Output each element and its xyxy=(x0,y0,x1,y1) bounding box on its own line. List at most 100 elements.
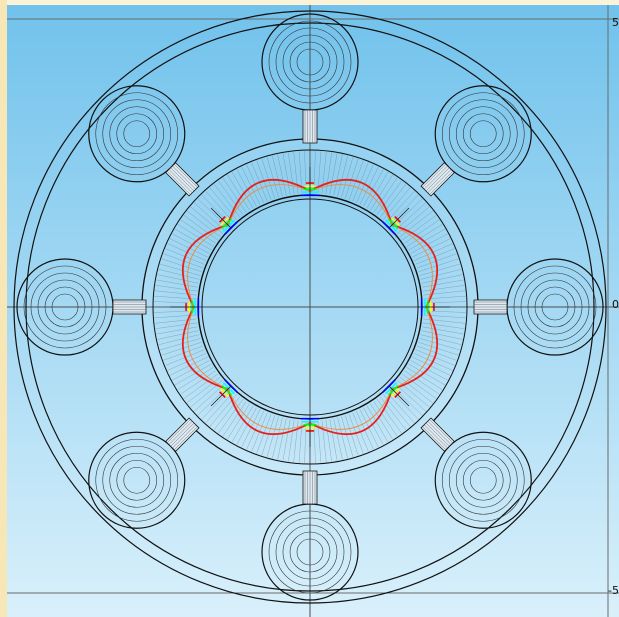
coil-contour xyxy=(282,34,338,90)
stator-mid-circle xyxy=(152,149,468,465)
coil-contour xyxy=(289,41,331,83)
field-hatch-line xyxy=(157,330,199,340)
field-hatch-line xyxy=(370,403,393,440)
field-hatch-line xyxy=(169,356,208,376)
coil-contour xyxy=(527,279,583,335)
coil-contour xyxy=(462,459,504,501)
coil-contour xyxy=(44,286,86,328)
field-hatch-line xyxy=(205,190,234,223)
pole-center-line xyxy=(388,385,410,407)
coil-contour xyxy=(441,92,525,176)
coil-stem-line xyxy=(174,164,198,188)
field-hatch-line xyxy=(420,269,462,280)
field-hatch-line xyxy=(156,279,198,288)
coil-stem-line xyxy=(422,426,446,450)
field-hatch-line xyxy=(422,326,464,335)
coil-stem-line xyxy=(170,422,195,447)
field-hatch-line xyxy=(288,152,295,195)
outer-housing-inner-circle xyxy=(25,22,595,592)
field-hatch-line xyxy=(282,419,291,461)
plot-viewport[interactable]: 5 0 -5 xyxy=(7,5,619,617)
coil-stem-line xyxy=(427,169,452,193)
field-line-orange xyxy=(309,184,393,226)
field-hatch-line xyxy=(412,238,451,258)
field-hatch-line xyxy=(370,174,393,211)
coil-stem-line xyxy=(429,419,453,443)
field-hatch-line xyxy=(157,274,199,284)
field-hatch-line xyxy=(213,396,240,431)
field-hatch-line xyxy=(241,409,261,448)
field-hatch-line xyxy=(406,367,443,390)
field-hatch-line xyxy=(359,409,379,448)
field-hatch-line xyxy=(177,367,214,390)
tick-label-bottom: -5 xyxy=(608,584,619,597)
coil-contour xyxy=(296,538,324,566)
coil-contour xyxy=(102,99,172,169)
coil-contour xyxy=(289,531,331,573)
field-hatch-line xyxy=(156,326,198,335)
field-hatch-line xyxy=(376,399,402,434)
coil-7 xyxy=(16,258,147,356)
coil-contour xyxy=(469,120,497,148)
field-hatch-line xyxy=(277,154,287,196)
coil-contour xyxy=(268,510,352,594)
coil-contour xyxy=(109,106,165,162)
geometry-plot[interactable] xyxy=(7,5,619,617)
pole-field-mark xyxy=(382,379,396,393)
coil-stem-line xyxy=(427,421,452,445)
field-hatch-line xyxy=(402,215,437,241)
coil-contour xyxy=(268,20,352,104)
coil-6 xyxy=(88,417,200,529)
field-hatch-line xyxy=(266,156,279,198)
field-hatch-line xyxy=(337,155,348,197)
field-hatch-line xyxy=(183,373,218,399)
field-line-orange xyxy=(227,388,311,430)
coil-stem-line xyxy=(425,167,450,192)
left-strip xyxy=(0,0,7,617)
coil-contour xyxy=(455,452,511,508)
field-hatch-line xyxy=(241,166,261,205)
field-line-red xyxy=(309,178,393,226)
field-hatch-line xyxy=(172,360,210,381)
field-hatch-line xyxy=(174,363,212,386)
field-hatch-line xyxy=(180,370,216,395)
field-hatch-line xyxy=(272,417,283,459)
coil-contour xyxy=(534,286,576,328)
coil-stem-line xyxy=(170,167,195,192)
coil-stem-line xyxy=(174,426,198,450)
field-hatch-line xyxy=(418,258,459,272)
coil-contour xyxy=(102,445,172,515)
coil-contour xyxy=(275,27,345,97)
coil-boundary xyxy=(434,431,532,529)
field-hatch-line xyxy=(333,418,343,460)
field-hatch-line xyxy=(158,334,200,345)
field-line-orange xyxy=(309,388,393,430)
field-hatch-line xyxy=(261,158,275,199)
coil-stem-line xyxy=(424,165,448,190)
coil-contour xyxy=(520,272,590,342)
field-line-group xyxy=(154,151,466,463)
coil-2 xyxy=(420,85,532,197)
field-hatch-line xyxy=(236,169,257,207)
coil-stem-line xyxy=(168,421,193,445)
coil-contour xyxy=(275,517,345,587)
coil-contour xyxy=(441,438,525,522)
field-line-red xyxy=(181,224,229,308)
coil-contour xyxy=(469,466,497,494)
field-hatch-line xyxy=(422,279,464,288)
field-hatch-line xyxy=(169,238,208,258)
field-hatch-line xyxy=(272,155,283,197)
field-hatch-line xyxy=(186,210,221,237)
field-hatch-line xyxy=(408,228,446,251)
field-hatch-line xyxy=(329,419,338,461)
field-hatch-line xyxy=(177,224,214,247)
field-hatch-line xyxy=(325,419,332,462)
pole-center-line xyxy=(210,385,232,407)
coil-contour xyxy=(282,524,338,580)
coil-stem-line xyxy=(168,169,193,193)
field-hatch-line xyxy=(193,202,226,231)
field-hatch-line xyxy=(174,228,212,251)
coil-contour xyxy=(448,445,518,515)
field-hatch-line xyxy=(386,391,415,424)
field-hatch-line xyxy=(155,322,198,329)
